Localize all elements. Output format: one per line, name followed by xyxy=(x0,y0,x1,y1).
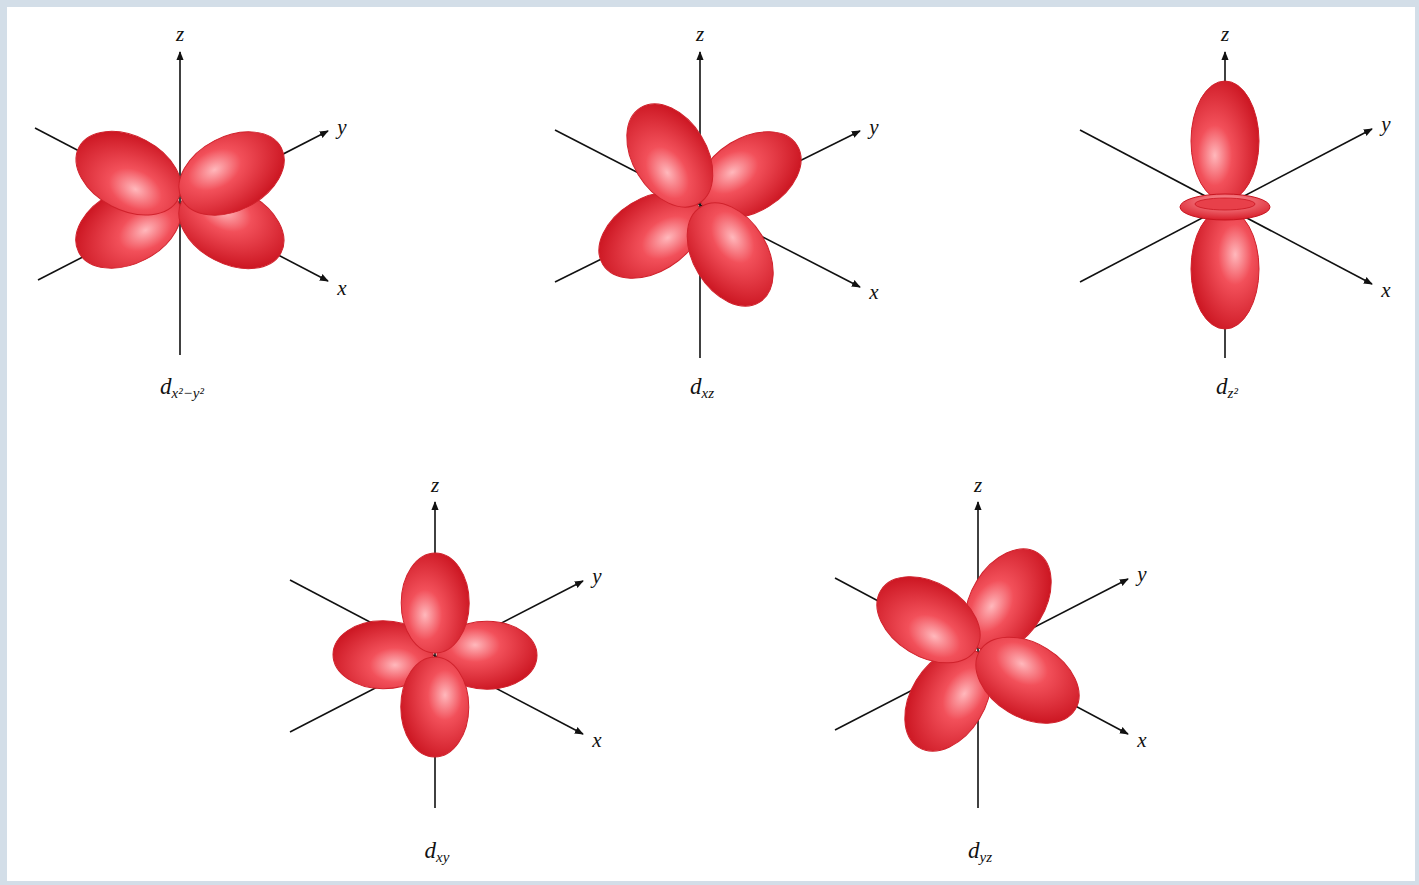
caption-symbol: d xyxy=(1216,374,1228,399)
orbital-lobe xyxy=(62,114,196,231)
orbital-panel xyxy=(1080,52,1372,358)
caption-symbol: d xyxy=(690,374,702,399)
orbital-lobe xyxy=(165,115,298,232)
axis-label: x xyxy=(337,278,346,299)
orbital-torus xyxy=(1180,194,1270,220)
axis-label: y xyxy=(337,117,346,138)
orbital-lobe xyxy=(1191,81,1259,201)
orbital-torus-ring xyxy=(1195,198,1255,210)
orbital-caption: dxy xyxy=(425,839,450,865)
caption-subscript: z² xyxy=(1228,385,1238,401)
axis-label: x xyxy=(869,282,878,303)
caption-symbol: d xyxy=(968,838,980,863)
orbital-panel xyxy=(835,502,1128,808)
axis-label: x xyxy=(1137,730,1146,751)
caption-symbol: d xyxy=(425,838,437,863)
orbital-panel xyxy=(290,502,583,808)
axis-label: z xyxy=(974,475,982,496)
caption-subscript: yz xyxy=(980,849,993,865)
axis-label: x xyxy=(1381,280,1390,301)
orbital-lobe xyxy=(401,657,469,757)
orbital-panel xyxy=(35,52,328,355)
axis-label: z xyxy=(696,24,704,45)
axis-label: z xyxy=(176,24,184,45)
axis-label: x xyxy=(592,730,601,751)
orbital-lobe xyxy=(1191,209,1259,329)
axis-line xyxy=(434,502,436,808)
caption-subscript: x²−y² xyxy=(172,385,204,401)
axis-label: z xyxy=(1221,24,1229,45)
axis-label: y xyxy=(869,117,878,138)
axis-label: y xyxy=(1137,564,1146,585)
caption-subscript: xy xyxy=(436,849,449,865)
orbital-caption: dxz xyxy=(690,375,714,401)
caption-symbol: d xyxy=(160,374,172,399)
orbital-lobe xyxy=(401,553,469,653)
axis-label: y xyxy=(592,566,601,587)
orbital-caption: dyz xyxy=(968,839,992,865)
axis-label: z xyxy=(431,475,439,496)
caption-subscript: xz xyxy=(702,385,715,401)
orbital-lobe xyxy=(609,88,730,222)
orbital-lobe xyxy=(861,559,995,680)
orbital-panel xyxy=(555,52,860,358)
axis-label: y xyxy=(1381,114,1390,135)
orbital-caption: dz² xyxy=(1216,375,1238,401)
orbital-caption: dx²−y² xyxy=(160,375,204,401)
